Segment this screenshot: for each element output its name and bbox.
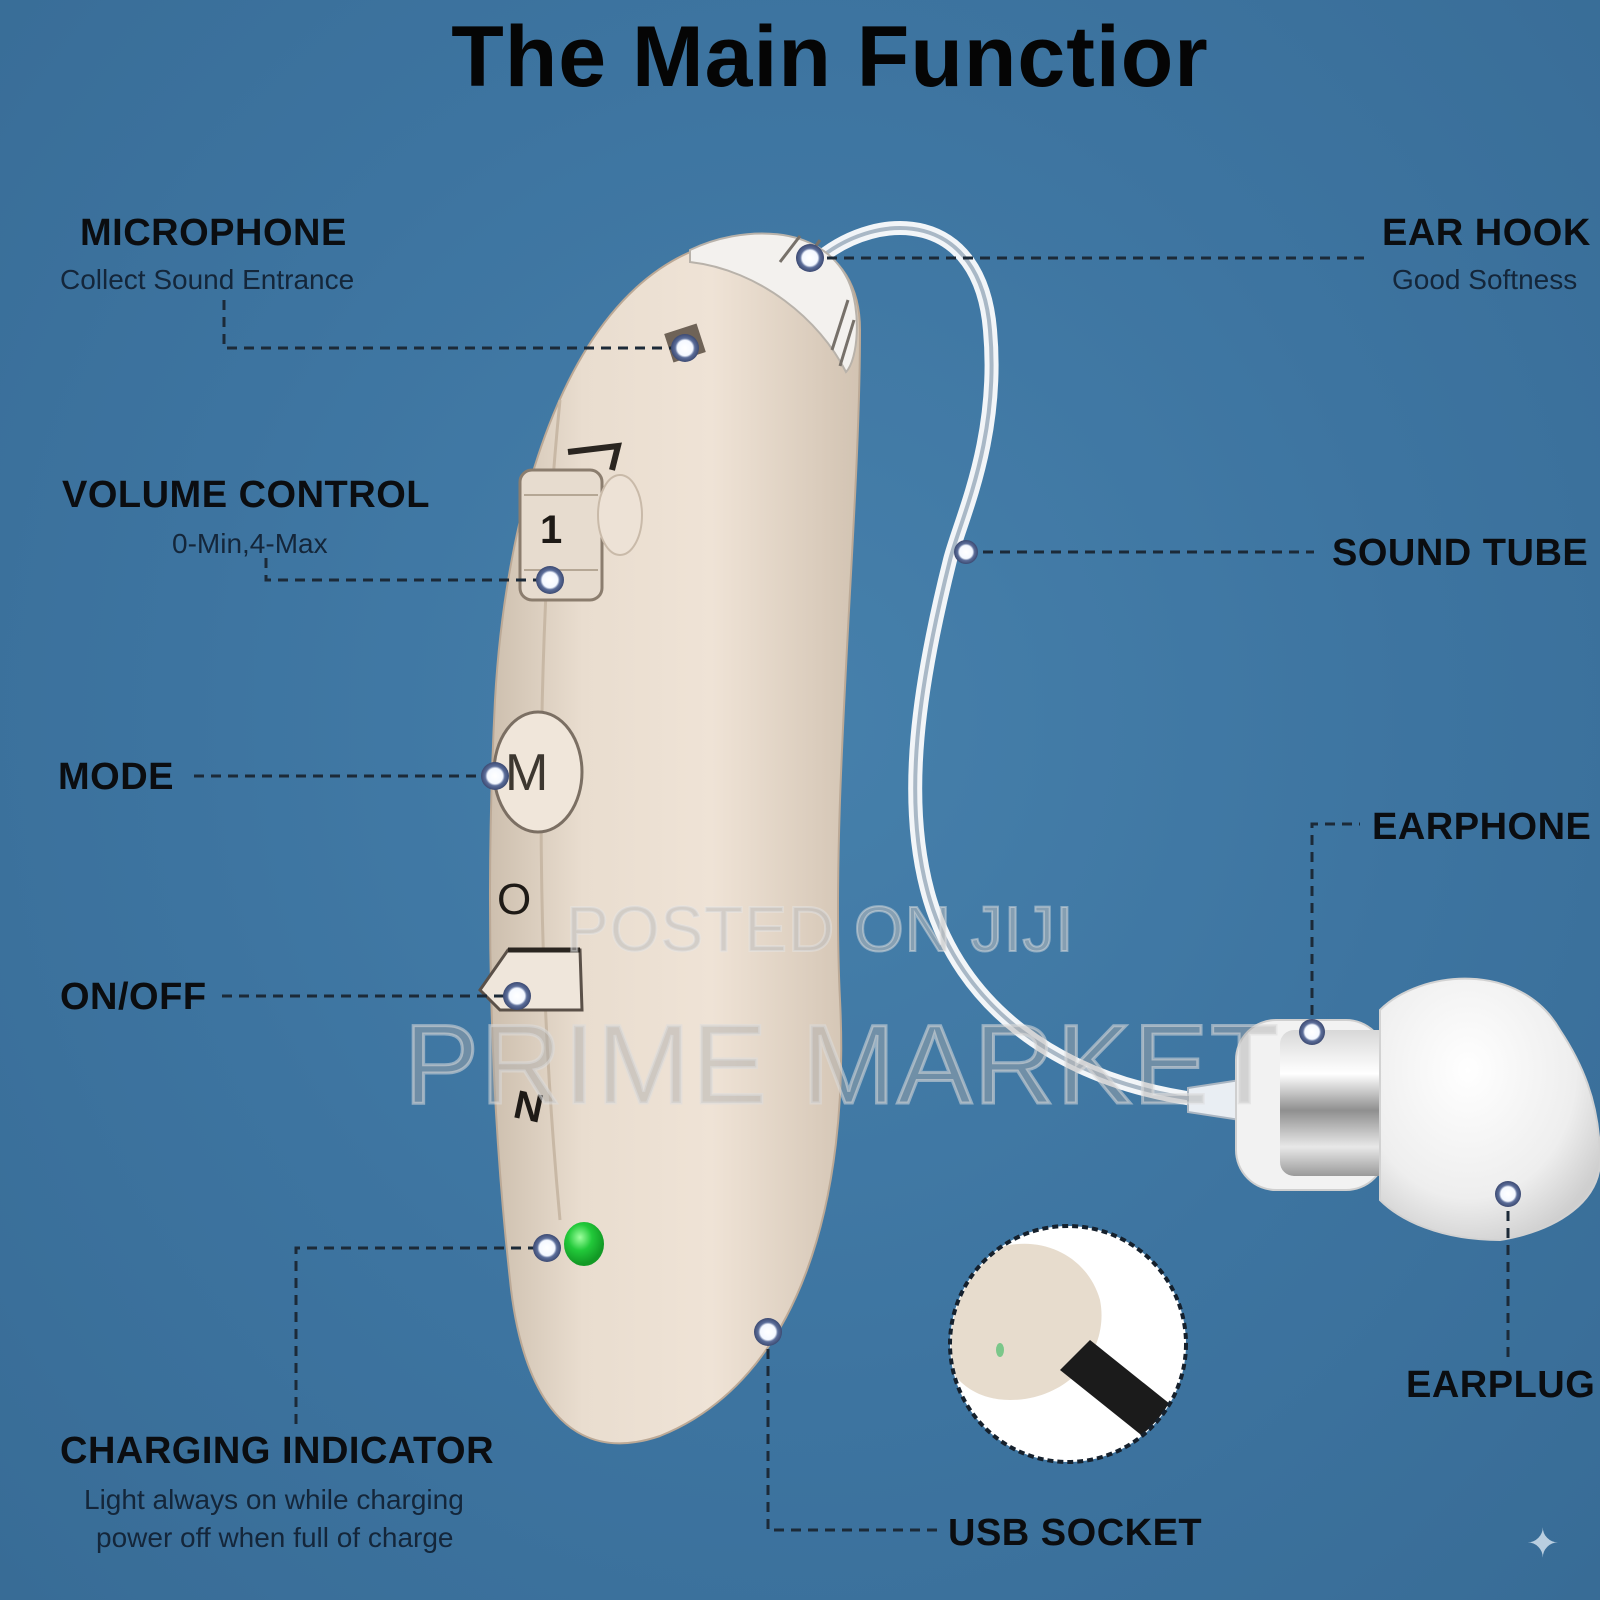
ear-hook-anchor-dot — [796, 244, 824, 272]
microphone-anchor-dot — [671, 334, 699, 362]
page-title: The Main Functior — [451, 9, 1209, 105]
usb-anchor-dot — [754, 1318, 782, 1346]
volume-wheel: 1 — [518, 442, 643, 602]
earphone-leader-line — [1310, 822, 1360, 1032]
volume-leader-line — [264, 558, 548, 582]
mode-anchor-dot — [481, 762, 509, 790]
volume-control-label: VOLUME CONTROL — [62, 474, 430, 516]
svg-text:M: M — [505, 744, 548, 802]
callout-lines — [194, 256, 1510, 1532]
on-off-label: ON/OFF — [60, 976, 207, 1018]
svg-text:1: 1 — [540, 508, 562, 552]
charging-indicator-description-line1: Light always on while charging — [84, 1484, 464, 1515]
volume-control-description: 0-Min,4-Max — [172, 528, 328, 559]
hearing-aid-body: 1 M O N — [478, 232, 862, 1445]
earphone-label: EARPHONE — [1372, 806, 1592, 848]
mode-button-graphic: M — [492, 710, 584, 834]
watermark-prime-market: PRIME MARKET — [403, 1001, 1281, 1129]
callout-anchor-dots — [481, 244, 1521, 1346]
sparkle-icon: ✦ — [1526, 1522, 1560, 1566]
watermark-posted-on-jiji: POSTED ON JIJI — [565, 892, 1075, 966]
ear-hook-label: EAR HOOK — [1382, 212, 1591, 254]
earpiece — [1187, 977, 1600, 1242]
usb-socket-label: USB SOCKET — [948, 1512, 1203, 1554]
microphone-label: MICROPHONE — [80, 212, 347, 254]
sound-tube — [813, 221, 1207, 1107]
charging-led — [564, 1222, 604, 1266]
ear-hook-description: Good Softness — [1392, 264, 1578, 295]
mode-label: MODE — [58, 756, 174, 798]
svg-text:O: O — [497, 875, 531, 924]
charging-anchor-dot — [533, 1234, 561, 1262]
sound-tube-label: SOUND TUBE — [1332, 532, 1589, 574]
earphone-anchor-dot — [1299, 1019, 1325, 1045]
earplug-anchor-dot — [1495, 1181, 1521, 1207]
charging-leader-line — [294, 1246, 546, 1424]
usb-socket-inset — [948, 1224, 1188, 1464]
charging-indicator-label: CHARGING INDICATOR — [60, 1430, 495, 1472]
volume-anchor-dot — [536, 566, 564, 594]
on-off-anchor-dot — [503, 982, 531, 1010]
microphone-description: Collect Sound Entrance — [60, 264, 355, 295]
sound-tube-anchor-dot — [954, 540, 978, 564]
charging-indicator-description-line2: power off when full of charge — [96, 1522, 454, 1553]
usb-leader-line — [766, 1332, 938, 1532]
earplug-label: EARPLUG — [1406, 1364, 1596, 1406]
